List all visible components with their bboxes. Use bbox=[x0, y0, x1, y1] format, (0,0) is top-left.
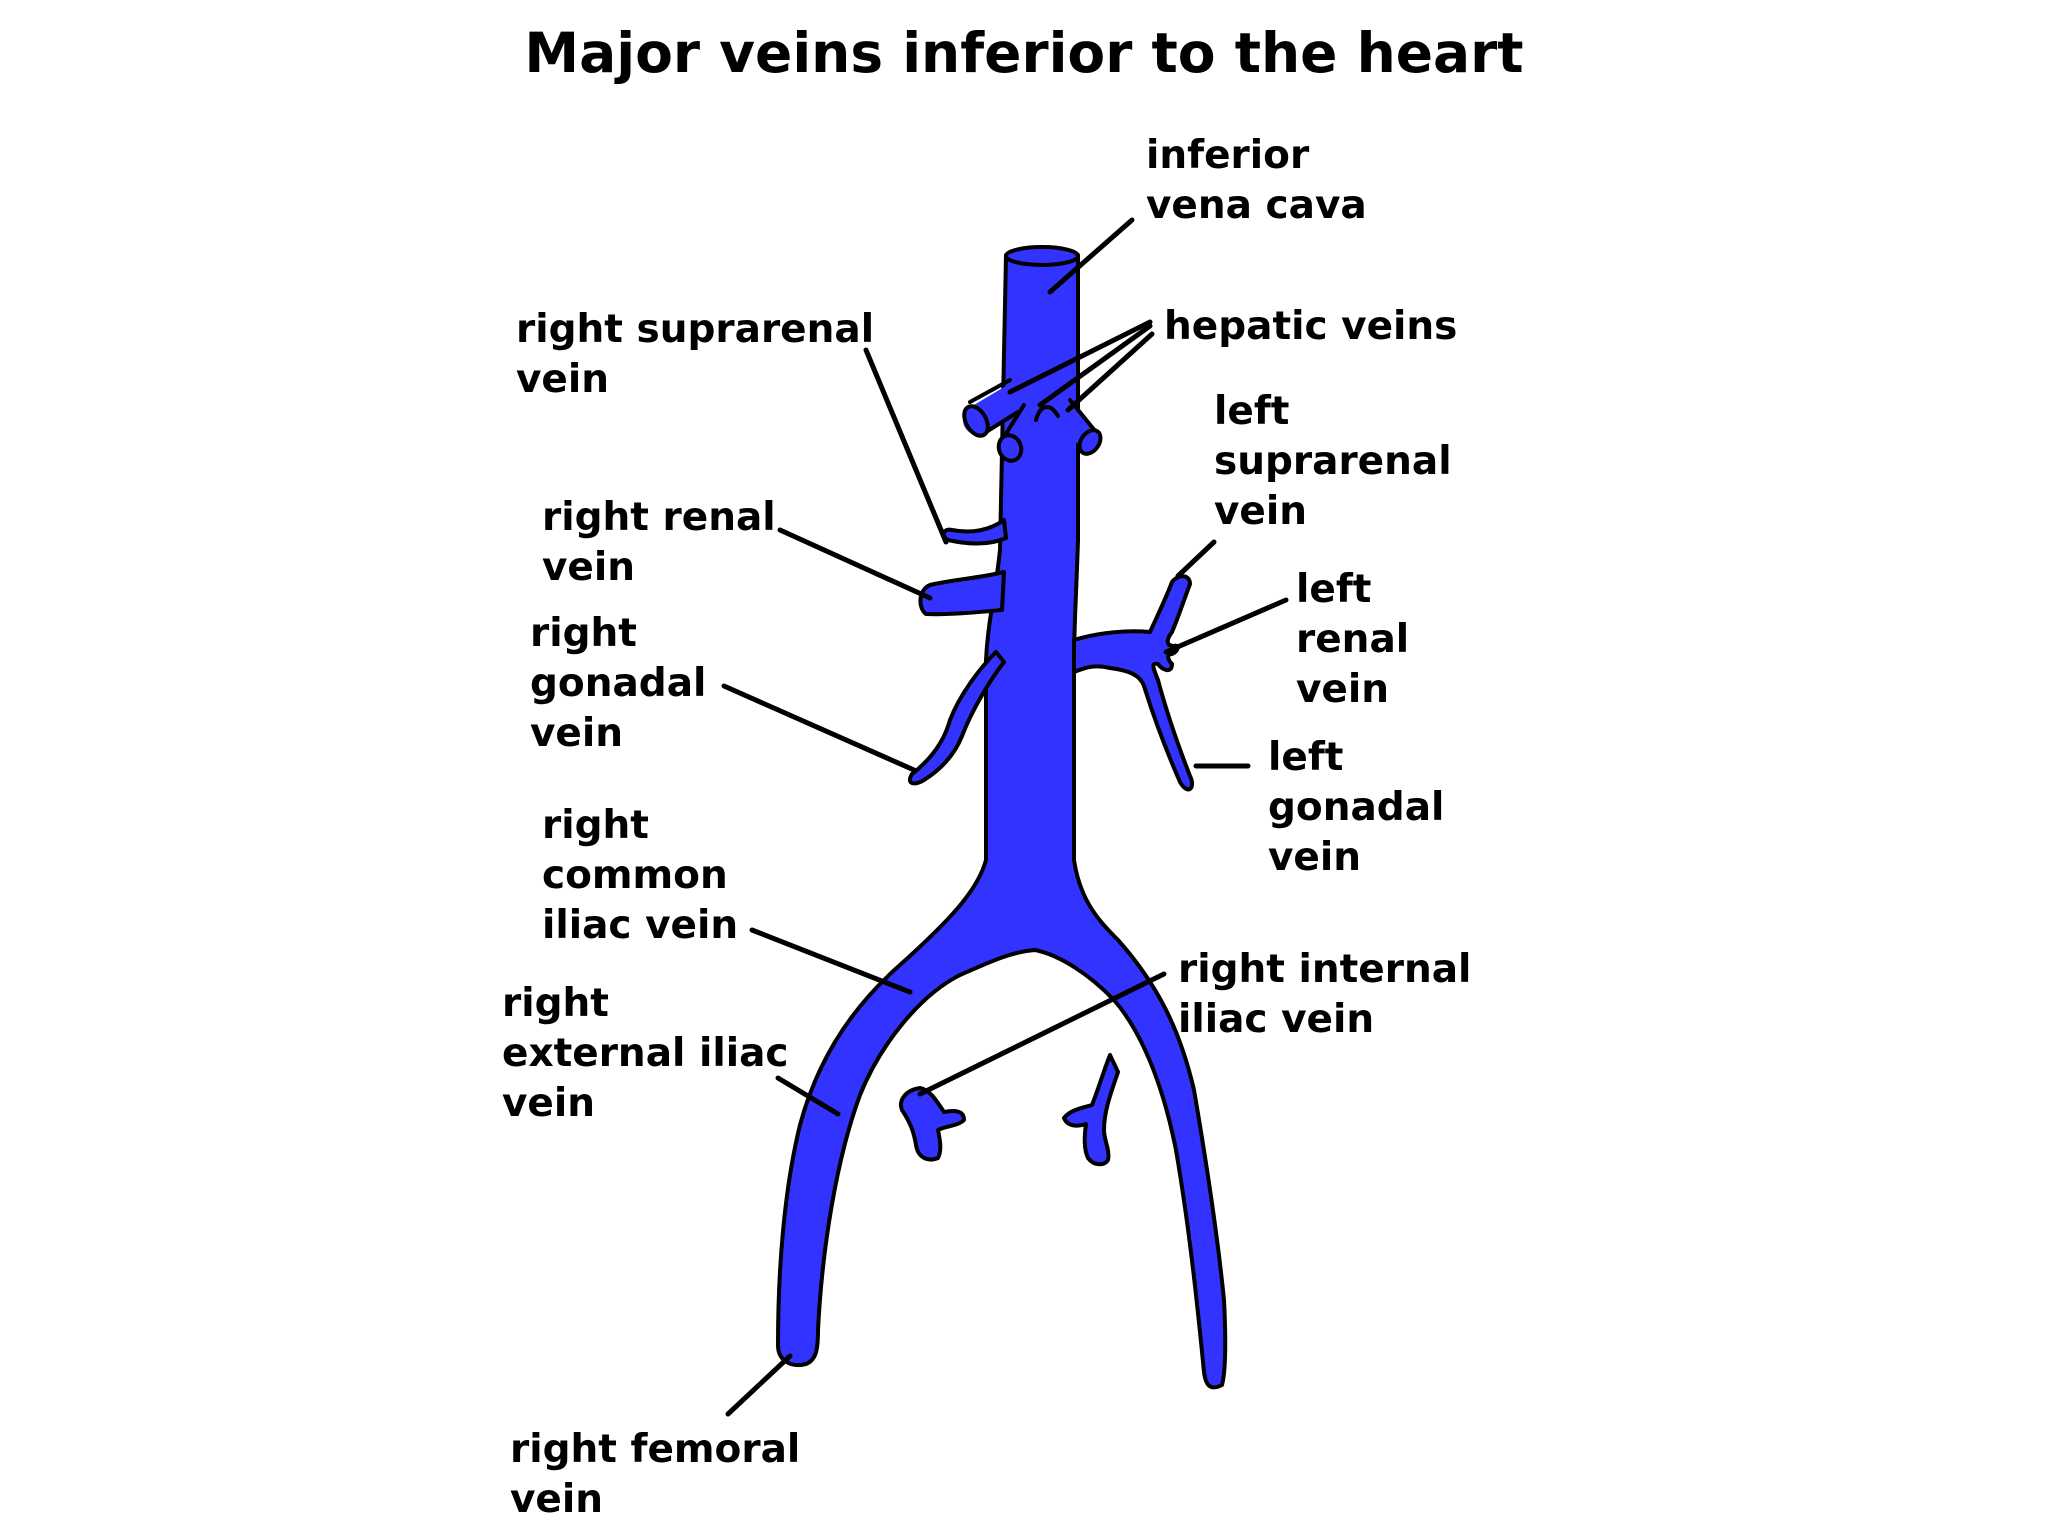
leader-left-renal bbox=[1163, 597, 1289, 655]
label-right-suprarenal-vein: right suprarenal vein bbox=[516, 307, 888, 402]
inferior-vena-cava-opening bbox=[1004, 245, 1080, 267]
label-hepatic-veins: hepatic veins bbox=[1164, 304, 1457, 349]
right-gonadal-vein bbox=[907, 650, 1006, 786]
label-right-femoral-vein: right femoral vein bbox=[510, 1427, 814, 1522]
right-renal-vein bbox=[918, 570, 1006, 617]
label-inferior-vena-cava: inferior vena cava bbox=[1146, 133, 1367, 228]
diagram-title: Major veins inferior to the heart bbox=[524, 21, 1523, 85]
leader-right-suprarenal bbox=[863, 347, 949, 545]
label-right-renal-vein: right renal vein bbox=[542, 495, 789, 590]
vein-system bbox=[776, 245, 1228, 1390]
label-left-suprarenal-vein: left suprarenal vein bbox=[1214, 389, 1465, 534]
leader-inferior-vena-cava bbox=[1047, 217, 1135, 295]
label-left-gonadal-vein: left gonadal vein bbox=[1268, 735, 1458, 880]
leader-right-external-iliac bbox=[775, 1075, 841, 1117]
leader-hepatic-vein-1 bbox=[1007, 319, 1153, 395]
label-left-renal-vein: left renal vein bbox=[1296, 567, 1423, 712]
leader-right-common-iliac bbox=[749, 927, 913, 995]
leader-lines bbox=[721, 217, 1289, 1417]
left-internal-iliac-vein bbox=[1062, 1053, 1120, 1167]
leader-hepatic-vein-2 bbox=[1037, 323, 1153, 408]
right-internal-iliac-vein bbox=[899, 1086, 966, 1162]
right-suprarenal-vein bbox=[941, 518, 1008, 546]
left-renal-vein bbox=[1072, 574, 1195, 792]
label-right-gonadal-vein: right gonadal vein bbox=[530, 611, 720, 756]
leader-right-internal-iliac bbox=[917, 971, 1167, 1097]
leader-right-renal bbox=[777, 527, 933, 601]
leader-right-femoral bbox=[725, 1353, 793, 1417]
leader-hepatic-vein-3 bbox=[1065, 331, 1155, 413]
leader-right-gonadal bbox=[721, 683, 917, 773]
inferior-vena-cava-trunk bbox=[776, 245, 1228, 1390]
leader-left-suprarenal bbox=[1175, 539, 1217, 579]
label-right-external-iliac-vein: right external iliac vein bbox=[502, 981, 802, 1126]
label-right-internal-iliac-vein: right internal iliac vein bbox=[1178, 947, 1485, 1042]
label-right-common-iliac-vein: right common iliac vein bbox=[542, 803, 741, 948]
